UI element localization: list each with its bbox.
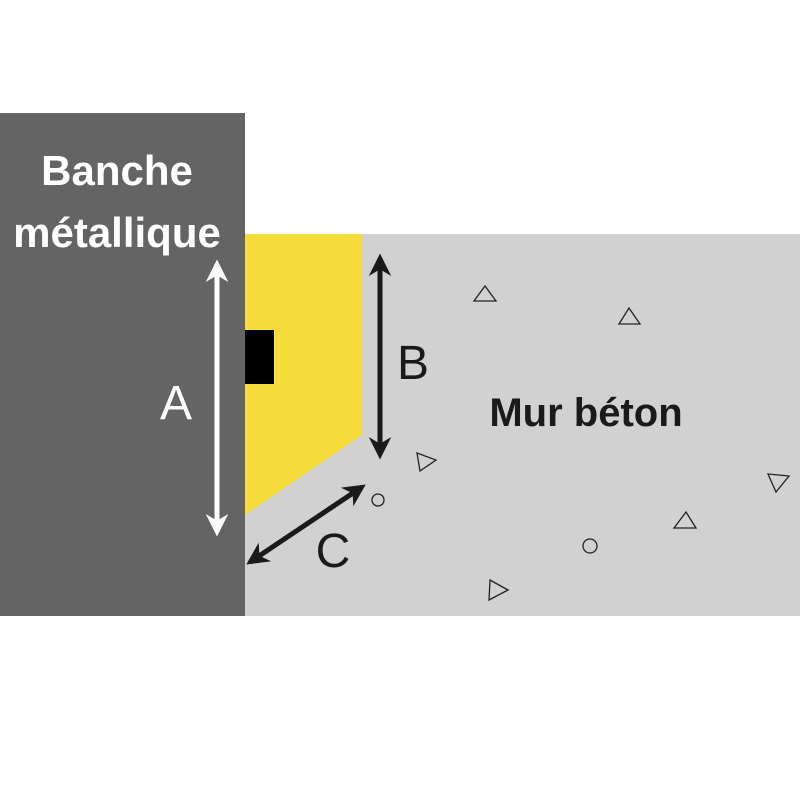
aggregate-triangle (488, 578, 510, 602)
aggregate-triangle (672, 510, 698, 529)
aggregate-triangle (766, 473, 791, 494)
aggregate-triangle (416, 452, 438, 473)
dimension-label-a: A (160, 377, 192, 430)
spacer-notch (245, 330, 274, 384)
banche-label-line2: métallique (13, 209, 221, 256)
dimension-label-b: B (397, 337, 429, 390)
aggregate-circle (371, 493, 385, 507)
banche-label-line1: Banche (41, 147, 193, 194)
wall-label: Mur béton (489, 391, 682, 435)
aggregate-triangle (472, 284, 498, 302)
dimension-label-c: C (316, 525, 351, 578)
concrete-aggregate-marks (371, 284, 791, 602)
metal-formwork (0, 113, 245, 616)
dimension-arrow-c (246, 484, 366, 565)
spacer-block (245, 234, 362, 515)
aggregate-triangle (617, 306, 642, 325)
aggregate-circle (582, 538, 598, 554)
